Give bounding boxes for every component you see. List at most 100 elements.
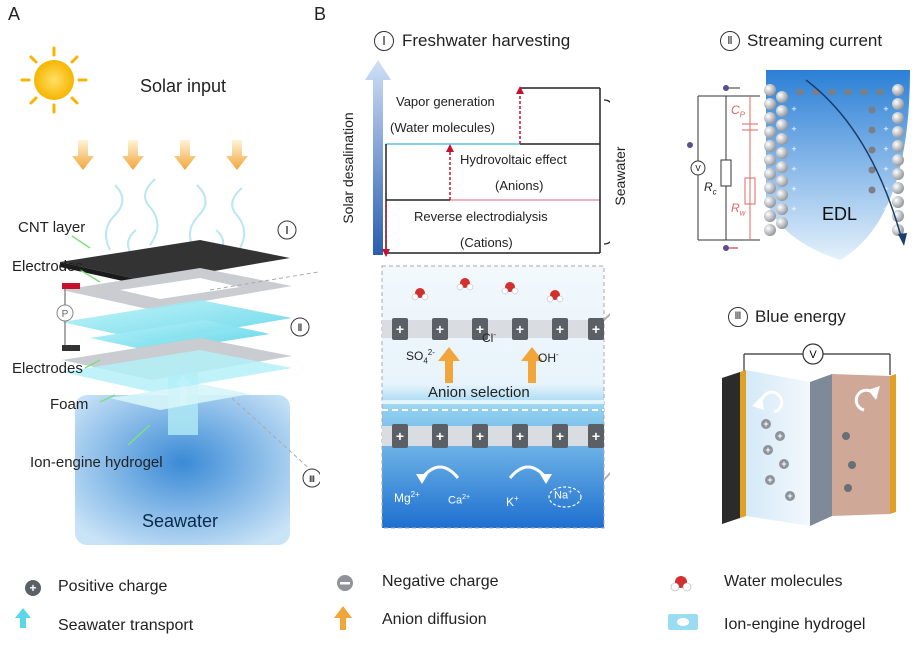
svg-text:+: + [763, 419, 768, 429]
roman-ii-glyph: Ⅱ [727, 35, 733, 47]
svg-text:+: + [883, 124, 888, 134]
streaming-graphic: V ++++++ ++++++ [687, 70, 910, 260]
panel-streaming-current: Ⅱ Streaming current V [610, 0, 924, 280]
solar-input-label: Solar input [140, 76, 227, 96]
svg-text:+: + [883, 144, 888, 154]
sun-icon [20, 46, 88, 114]
so4-ion-label: SO42- [406, 348, 435, 365]
cl-text: Cl [482, 331, 494, 345]
cp-label: CP [731, 103, 745, 119]
ion-illustration-box [381, 265, 605, 529]
svg-text:+: + [883, 204, 888, 214]
tier1-line2: (Water molecules) [390, 120, 495, 135]
water-molecules [411, 278, 564, 303]
svg-text:+: + [781, 459, 786, 469]
so4-sup: 2- [427, 348, 435, 357]
marker-i: Ⅰ [285, 225, 288, 237]
cp-text: C [731, 103, 740, 117]
svg-text:+: + [516, 428, 524, 444]
flow-channel [766, 70, 910, 260]
positive-charge-icon: + [25, 580, 41, 596]
ca-text: Ca [448, 494, 463, 507]
oh-text: OH [538, 351, 556, 365]
svg-text:+: + [436, 428, 444, 444]
positive-charges-ii: ++++++ ++++++ [791, 104, 888, 214]
roman-iii-glyph: Ⅲ [734, 311, 742, 322]
legend-positive-label: Positive charge [58, 578, 168, 595]
oh-ion-label: OH- [538, 350, 559, 365]
tier2-line2: (Anions) [495, 178, 544, 193]
oh-sup: - [556, 350, 559, 359]
roman-iii-title: Ⅲ [728, 307, 748, 327]
na-text: Na [554, 489, 569, 502]
svg-text:+: + [791, 164, 796, 174]
svg-text:+: + [791, 124, 796, 134]
svg-text:+: + [883, 184, 888, 194]
roman-i-glyph: Ⅰ [382, 34, 386, 48]
cnt-layer-label: CNT layer [18, 219, 86, 236]
panel-b-label: B [314, 4, 327, 24]
anion-diffusion-icon [334, 606, 352, 630]
rw-text: R [731, 201, 740, 215]
tier-diagram [382, 86, 610, 257]
legend-seawater-transport-label: Seawater transport [58, 617, 194, 634]
legend-hydrogel-label: Ion-engine hydrogel [724, 616, 866, 633]
svg-text:+: + [592, 321, 600, 337]
legend: + Positive charge Negative charge Water … [0, 560, 924, 646]
cell-positive-beads [761, 419, 795, 501]
rc-label: Rc [704, 180, 717, 196]
svg-text:+: + [556, 428, 564, 444]
bead-walls [764, 84, 904, 236]
tier3-line2: (Cations) [460, 235, 513, 250]
lower-membrane: ++++++ [382, 424, 604, 448]
voltmeter-v-iii: V [809, 349, 817, 361]
svg-text:+: + [791, 144, 796, 154]
k-sup: + [514, 494, 519, 503]
ca-sup: 2+ [462, 494, 471, 501]
svg-text:+: + [592, 428, 600, 444]
cell-negative-beads [842, 432, 856, 492]
svg-text:+: + [29, 581, 36, 595]
svg-text:+: + [396, 428, 404, 444]
rc-sub: c [712, 187, 717, 197]
na-sup: + [568, 489, 573, 496]
water-molecule-icon [670, 576, 692, 592]
mg-ion-label: Mg2+ [394, 490, 420, 505]
svg-text:+: + [777, 431, 782, 441]
anion-arrow-right [521, 347, 543, 383]
svg-text:+: + [556, 321, 564, 337]
svg-text:+: + [476, 321, 484, 337]
freshwater-title: Freshwater harvesting [402, 31, 571, 50]
seawater-block [75, 395, 290, 545]
solar-desalination-axis-arrow [365, 60, 391, 255]
tier2-line1: Hydrovoltaic effect [460, 152, 567, 167]
voltmeter-v: V [695, 164, 701, 173]
rw-sub: w [739, 208, 746, 218]
so4-text: SO [406, 349, 424, 363]
electrodes-bottom-label: Electrodes [12, 360, 83, 377]
so4-sub: 4 [423, 356, 428, 366]
svg-text:+: + [765, 445, 770, 455]
rw-label: Rw [731, 201, 745, 217]
vapor-wisps [105, 178, 246, 253]
svg-text:+: + [787, 491, 792, 501]
na-highlight [548, 486, 582, 508]
mg-text: Mg [394, 491, 411, 505]
cp-sub: P [739, 110, 746, 120]
rc-text: R [704, 180, 713, 194]
tier3-line1: Reverse electrodialysis [414, 209, 548, 224]
panel-b: B Ⅰ Freshwater harvesting [310, 0, 628, 560]
negative-charge-icon [337, 575, 353, 591]
edl-label: EDL [822, 204, 858, 224]
marker-iii: Ⅲ [309, 474, 315, 484]
tier1-line1: Vapor generation [396, 94, 495, 109]
blue-energy-graphic: V + + + + + + [722, 343, 896, 526]
svg-text:+: + [791, 204, 796, 214]
negative-charges-ii [796, 88, 884, 194]
cl-ion-label: Cl- [482, 330, 496, 345]
roman-ii-title: Ⅱ [720, 31, 740, 51]
legend-icons: + [15, 575, 698, 630]
p-symbol: P [62, 309, 69, 320]
svg-text:+: + [767, 475, 772, 485]
streaming-current-title: Streaming current [747, 31, 883, 50]
